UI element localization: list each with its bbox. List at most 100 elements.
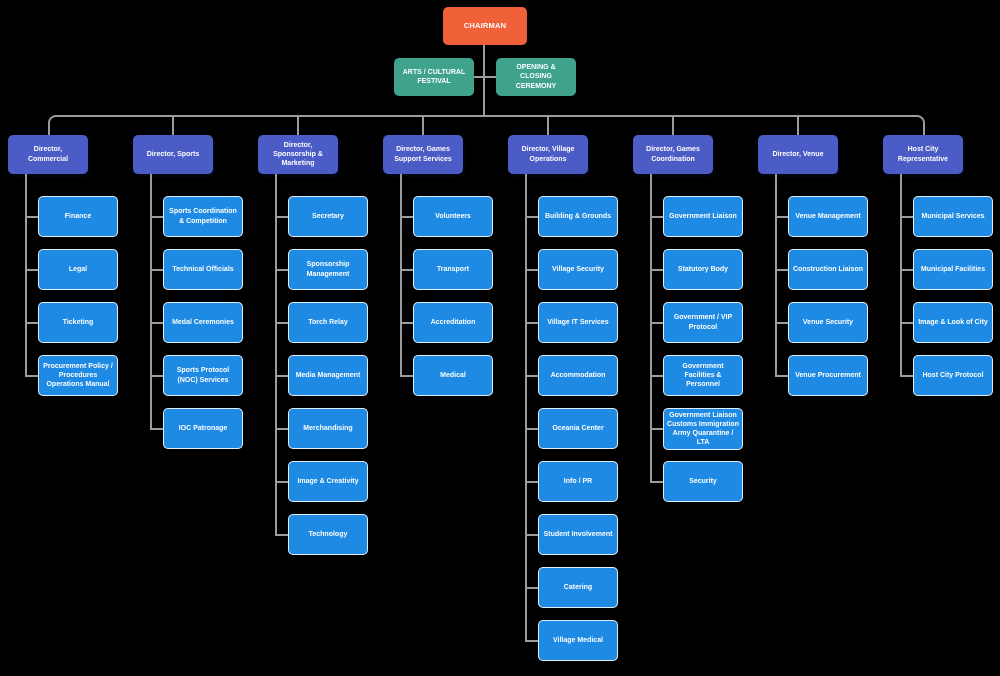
connector-child-stub <box>26 269 40 271</box>
org-unit-node: Venue Procurement <box>788 355 868 396</box>
org-unit-node: Secretary <box>288 196 368 237</box>
connector-child-stub <box>401 216 415 218</box>
connector-trunk <box>400 174 402 377</box>
connector-child-stub <box>401 269 415 271</box>
org-unit-node: Venue Management <box>788 196 868 237</box>
connector-director-stub <box>547 115 549 135</box>
connector-child-stub <box>526 534 540 536</box>
director-node: Director, Games Support Services <box>383 135 463 174</box>
connector-trunk <box>275 174 277 536</box>
connector-child-stub <box>651 322 665 324</box>
org-unit-node: Village Medical <box>538 620 618 661</box>
connector-child-stub <box>26 375 40 377</box>
connector-child-stub <box>151 269 165 271</box>
connector-child-stub <box>526 640 540 642</box>
org-unit-node: Government / VIP Protocol <box>663 302 743 343</box>
connector-child-stub <box>26 322 40 324</box>
connector-child-stub <box>151 216 165 218</box>
org-unit-node: Construction Liaison <box>788 249 868 290</box>
org-unit-node: Catering <box>538 567 618 608</box>
org-unit-node: Legal <box>38 249 118 290</box>
org-unit-node: Village IT Services <box>538 302 618 343</box>
org-unit-node: Sports Protocol (NOC) Services <box>163 355 243 396</box>
connector-child-stub <box>651 428 665 430</box>
org-unit-node: Torch Relay <box>288 302 368 343</box>
connector-trunk <box>650 174 652 483</box>
org-unit-node: Volunteers <box>413 196 493 237</box>
director-node: Director, Sponsorship & Marketing <box>258 135 338 174</box>
connector-child-stub <box>526 269 540 271</box>
connector-child-stub <box>276 534 290 536</box>
org-unit-node: Village Security <box>538 249 618 290</box>
connector-child-stub <box>651 216 665 218</box>
opening-closing-ceremony-node: OPENING & CLOSING CEREMONY <box>496 58 576 96</box>
connector-child-stub <box>151 322 165 324</box>
connector-rail <box>48 115 925 136</box>
connector-trunk <box>25 174 27 377</box>
org-unit-node: Sponsorship Management <box>288 249 368 290</box>
director-node: Director, Commercial <box>8 135 88 174</box>
org-unit-node: Medal Ceremonies <box>163 302 243 343</box>
org-unit-node: Procurement Policy / Procedures Operatio… <box>38 355 118 396</box>
connector-child-stub <box>901 269 915 271</box>
org-unit-node: Statutory Body <box>663 249 743 290</box>
connector-child-stub <box>401 322 415 324</box>
org-unit-node: Venue Security <box>788 302 868 343</box>
connector-child-stub <box>901 322 915 324</box>
org-unit-node: Info / PR <box>538 461 618 502</box>
org-unit-node: Finance <box>38 196 118 237</box>
director-node: Host City Representative <box>883 135 963 174</box>
org-unit-node: Building & Grounds <box>538 196 618 237</box>
connector-trunk <box>900 174 902 377</box>
connector-child-stub <box>651 481 665 483</box>
director-node: Director, Village Operations <box>508 135 588 174</box>
connector-child-stub <box>276 428 290 430</box>
connector-director-stub <box>672 115 674 135</box>
org-unit-node: Security <box>663 461 743 502</box>
connector-child-stub <box>526 481 540 483</box>
connector-child-stub <box>276 269 290 271</box>
org-unit-node: Ticketing <box>38 302 118 343</box>
connector-child-stub <box>526 428 540 430</box>
org-unit-node: Government Liaison Customs Immigration A… <box>663 408 743 451</box>
director-node: Director, Venue <box>758 135 838 174</box>
org-unit-node: Host City Protocol <box>913 355 993 396</box>
director-node: Director, Games Coordination <box>633 135 713 174</box>
org-unit-node: Transport <box>413 249 493 290</box>
connector-trunk <box>775 174 777 377</box>
connector-director-stub <box>297 115 299 135</box>
connector-child-stub <box>526 216 540 218</box>
connector-director-stub <box>797 115 799 135</box>
org-unit-node: Accommodation <box>538 355 618 396</box>
org-unit-node: Technical Officials <box>163 249 243 290</box>
org-unit-node: IOC Patronage <box>163 408 243 449</box>
connector-child-stub <box>651 375 665 377</box>
connector-child-stub <box>651 269 665 271</box>
org-unit-node: Government Liaison <box>663 196 743 237</box>
connector-child-stub <box>901 375 915 377</box>
connector-child-stub <box>901 216 915 218</box>
connector-child-stub <box>526 587 540 589</box>
connector-child-stub <box>276 481 290 483</box>
org-unit-node: Municipal Services <box>913 196 993 237</box>
connector-child-stub <box>776 216 790 218</box>
org-unit-node: Municipal Facilities <box>913 249 993 290</box>
connector-child-stub <box>776 269 790 271</box>
org-unit-node: Student Involvement <box>538 514 618 555</box>
org-unit-node: Merchandising <box>288 408 368 449</box>
connector-director-stub <box>172 115 174 135</box>
connector-trunk <box>150 174 152 430</box>
connector-spine <box>483 45 485 116</box>
connector-child-stub <box>151 428 165 430</box>
connector-child-stub <box>526 375 540 377</box>
connector-child-stub <box>276 375 290 377</box>
org-unit-node: Image & Look of City <box>913 302 993 343</box>
arts-cultural-festival-node: ARTS / CULTURAL FESTIVAL <box>394 58 474 96</box>
org-unit-node: Sports Coordination & Competition <box>163 196 243 237</box>
org-unit-node: Technology <box>288 514 368 555</box>
connector-child-stub <box>401 375 415 377</box>
org-unit-node: Medical <box>413 355 493 396</box>
connector-child-stub <box>276 216 290 218</box>
connector-child-stub <box>151 375 165 377</box>
